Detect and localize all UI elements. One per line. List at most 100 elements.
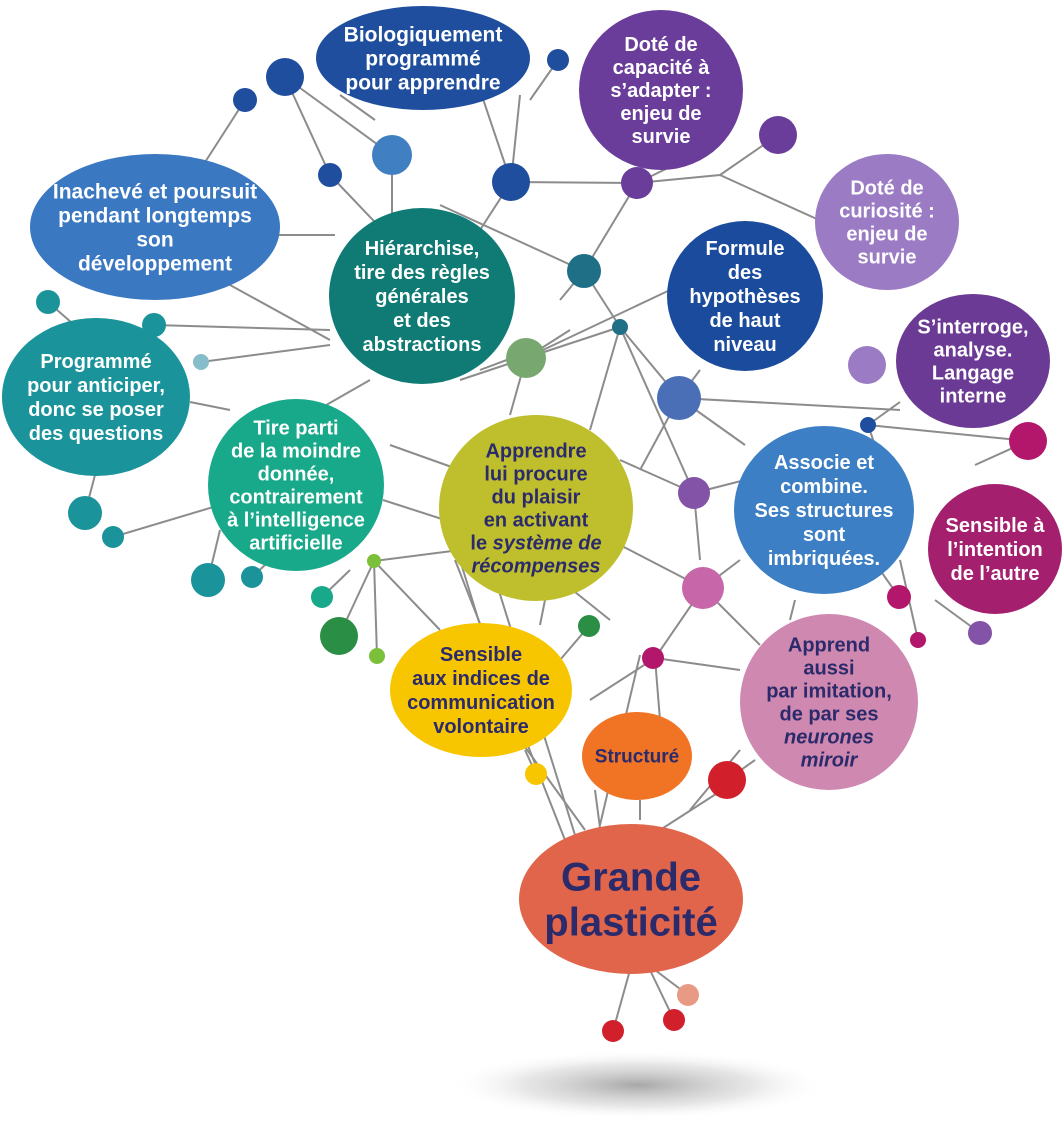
connector-node bbox=[621, 167, 653, 199]
connector-node bbox=[682, 567, 724, 609]
bubble-label-line: en activant bbox=[484, 510, 589, 532]
connector-node bbox=[678, 477, 710, 509]
connector-node bbox=[910, 632, 926, 648]
connector-node bbox=[657, 376, 701, 420]
connection-line bbox=[525, 289, 671, 359]
bubble-label-line: pour anticiper, bbox=[27, 375, 165, 397]
bubble-shape bbox=[896, 294, 1050, 428]
bubble-label-line: Doté de bbox=[850, 178, 923, 200]
bubble-label-line: lui procure bbox=[484, 464, 587, 486]
connector-node bbox=[602, 1020, 624, 1042]
bubble-label-line: survie bbox=[858, 247, 917, 269]
connection-line bbox=[654, 657, 741, 671]
connection-line bbox=[589, 657, 656, 701]
bubble-label-line: aux indices de bbox=[412, 668, 550, 690]
bubble-shape bbox=[2, 318, 190, 476]
bubble-label: Structuré bbox=[595, 747, 679, 768]
bubble-label-line: curiosité : bbox=[839, 201, 935, 223]
bubble-label-line: Formule bbox=[706, 238, 785, 260]
connection-line bbox=[867, 424, 1029, 442]
connector-node bbox=[612, 319, 628, 335]
connector-node bbox=[369, 648, 385, 664]
bubble-label-line: et des bbox=[393, 310, 451, 332]
connector-node bbox=[506, 338, 546, 378]
bubble-shape bbox=[740, 614, 918, 790]
bubble-label-line: combine. bbox=[780, 476, 868, 498]
bubble-label-line: à l’intelligence bbox=[227, 510, 365, 532]
connection-line bbox=[112, 504, 221, 538]
bubble-label-line: neurones bbox=[784, 727, 874, 749]
connector-node bbox=[567, 254, 601, 288]
connector-node bbox=[102, 526, 124, 548]
connection-line bbox=[200, 344, 331, 363]
connector-node bbox=[318, 163, 342, 187]
bubble-label-line: tire des règles bbox=[354, 262, 490, 284]
bubble-label-line: de l’autre bbox=[951, 563, 1040, 585]
connector-node bbox=[372, 135, 412, 175]
connector-node bbox=[968, 621, 992, 645]
connector-node bbox=[241, 566, 263, 588]
bubble-label-line: programmé bbox=[365, 47, 481, 70]
bubble-label-line: plasticité bbox=[544, 901, 717, 945]
bubble-shape bbox=[316, 6, 530, 110]
bubble-label-line: Programmé bbox=[40, 351, 151, 373]
bubble-label-line: Tire parti bbox=[253, 418, 338, 440]
connector-node bbox=[578, 615, 600, 637]
bubble-label-line: Structuré bbox=[595, 747, 679, 768]
bubble-shape bbox=[579, 10, 743, 170]
bubble-label-line: volontaire bbox=[433, 716, 529, 738]
bubble-label-line: donnée, bbox=[258, 464, 335, 486]
bubble-label-line: Ses structures bbox=[755, 500, 894, 522]
bubble-shape bbox=[439, 415, 633, 601]
connection-line bbox=[229, 284, 331, 341]
bubble-shape bbox=[519, 824, 743, 974]
connector-node bbox=[320, 617, 358, 655]
bubble-label-line: niveau bbox=[713, 334, 776, 356]
connector-node bbox=[191, 563, 225, 597]
bubble-shape bbox=[928, 484, 1062, 614]
bubble-label-line: Hiérarchise, bbox=[365, 238, 480, 260]
connector-node bbox=[887, 585, 911, 609]
connector-node bbox=[142, 313, 166, 337]
connection-line bbox=[373, 549, 461, 562]
connector-node bbox=[1009, 422, 1047, 460]
connection-line bbox=[619, 326, 695, 494]
bubble-label-line: enjeu de bbox=[620, 103, 701, 125]
connector-node bbox=[492, 163, 530, 201]
connector-node bbox=[860, 417, 876, 433]
connector-node bbox=[677, 984, 699, 1006]
connection-line bbox=[678, 397, 901, 411]
bubble-structure: Structuré bbox=[582, 712, 692, 800]
connection-line bbox=[583, 182, 638, 272]
bubble-label-line: capacité à bbox=[613, 57, 711, 79]
bubble-label-line: imbriquées. bbox=[768, 548, 880, 570]
connector-node bbox=[759, 116, 797, 154]
bubble-label-line: Doté de bbox=[624, 34, 697, 56]
bubble-shape bbox=[208, 399, 384, 571]
connector-node bbox=[547, 49, 569, 71]
connector-node bbox=[36, 290, 60, 314]
connector-node bbox=[233, 88, 257, 112]
bubble-label-line: de haut bbox=[709, 310, 780, 332]
bubble-shape bbox=[582, 712, 692, 800]
connector-node bbox=[311, 586, 333, 608]
bubble-label-line: l’intention bbox=[947, 539, 1043, 561]
bubble-label-line: Apprend bbox=[788, 635, 870, 657]
